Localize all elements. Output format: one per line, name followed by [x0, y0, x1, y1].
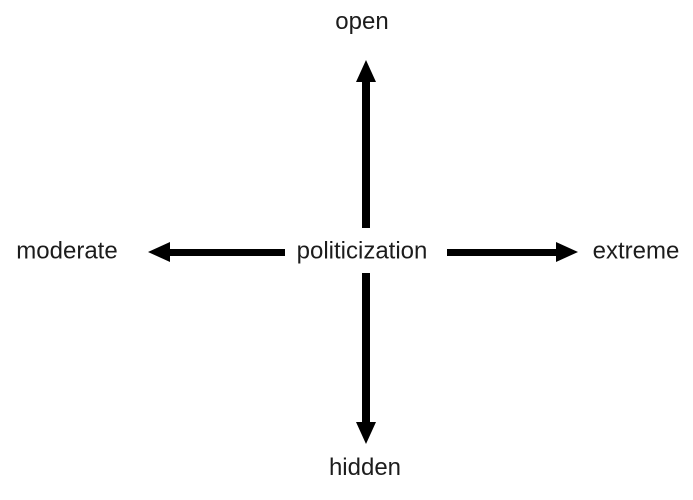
- center-label-politicization: politicization: [296, 237, 428, 265]
- axis-label-open: open: [335, 8, 389, 35]
- arrow-down-shaft: [362, 273, 370, 422]
- axis-label-moderate: moderate: [16, 237, 118, 265]
- arrow-right-head: [556, 242, 578, 262]
- arrow-up-shaft: [362, 82, 370, 228]
- axis-label-hidden: hidden: [328, 454, 402, 481]
- axis-label-extreme: extreme: [592, 237, 680, 265]
- arrow-down-head: [356, 422, 376, 444]
- arrow-left-shaft: [169, 249, 285, 256]
- arrow-left-head: [148, 242, 170, 262]
- arrow-up-head: [356, 60, 376, 82]
- arrow-right-shaft: [447, 249, 556, 256]
